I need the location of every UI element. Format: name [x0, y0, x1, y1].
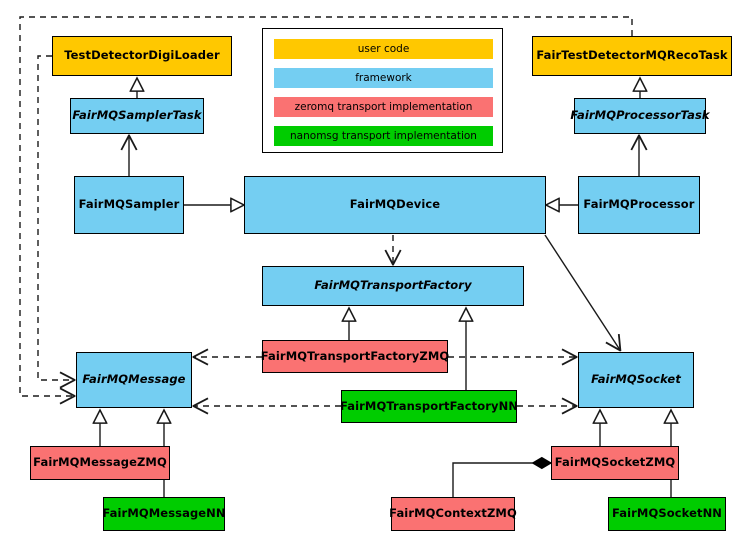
node-label: FairMQTransportFactory	[314, 278, 472, 293]
composition-edges	[452, 463, 551, 497]
edge-digiloader-message	[37, 55, 74, 380]
node-fairmqsocketzmq[interactable]: FairMQSocketZMQ	[551, 446, 679, 480]
node-label: FairMQContextZMQ	[389, 506, 517, 521]
node-fairmqdevice[interactable]: FairMQDevice	[244, 176, 546, 234]
node-label: TestDetectorDigiLoader	[64, 48, 220, 63]
node-fairmqsampler[interactable]: FairMQSampler	[74, 176, 184, 234]
node-label: FairMQSocketZMQ	[554, 455, 676, 470]
legend-item-framework: framework	[274, 68, 493, 88]
node-fairmqtransportfactorynn[interactable]: FairMQTransportFactoryNN	[339, 390, 519, 423]
node-label: FairMQSampler	[78, 197, 180, 212]
color-legend: user code framework zeromq transport imp…	[262, 28, 503, 153]
node-fairmqsamplertask[interactable]: FairMQSamplerTask	[70, 98, 204, 134]
association-edges	[544, 234, 620, 350]
node-label: FairMQDevice	[349, 197, 441, 212]
legend-item-zeromq: zeromq transport implementation	[274, 97, 493, 117]
node-fairmqprocessor[interactable]: FairMQProcessor	[578, 176, 700, 234]
legend-item-nanomsg: nanomsg transport implementation	[274, 126, 493, 146]
legend-label: zeromq transport implementation	[294, 101, 473, 113]
node-label: FairMQTransportFactoryNN	[339, 398, 519, 413]
node-label: FairMQSocketNN	[611, 506, 723, 521]
node-fairmqmessagezmq[interactable]: FairMQMessageZMQ	[30, 446, 170, 480]
edge-device-socket	[544, 234, 620, 350]
node-label: FairMQTransportFactoryZMQ	[260, 348, 450, 363]
legend-label: framework	[355, 72, 412, 84]
node-fairmqprocessortask[interactable]: FairMQProcessorTask	[570, 98, 710, 134]
node-fairmqtransportfactory[interactable]: FairMQTransportFactory	[262, 266, 524, 306]
legend-label: user code	[357, 43, 410, 55]
node-fairmqsocket[interactable]: FairMQSocket	[578, 352, 694, 408]
node-fairmqtransportfactoryzmq[interactable]: FairMQTransportFactoryZMQ	[260, 340, 450, 373]
node-label: FairMQSamplerTask	[72, 108, 202, 123]
node-label: FairMQMessage	[82, 372, 186, 387]
node-fairmqmessagenn[interactable]: FairMQMessageNN	[102, 497, 226, 531]
node-label: FairMQMessageNN	[102, 506, 226, 521]
node-testdetectordigiloader[interactable]: TestDetectorDigiLoader	[52, 36, 232, 76]
node-label: FairMQProcessorTask	[570, 108, 710, 123]
node-label: FairMQProcessor	[583, 197, 695, 212]
node-fairmqmessage[interactable]: FairMQMessage	[76, 352, 192, 408]
node-label: FairTestDetectorMQRecoTask	[536, 48, 728, 63]
node-fairtestdetectormqrecotask[interactable]: FairTestDetectorMQRecoTask	[532, 36, 732, 76]
node-fairmqcontextzmq[interactable]: FairMQContextZMQ	[389, 497, 517, 531]
node-fairmqsocketnn[interactable]: FairMQSocketNN	[608, 497, 726, 531]
legend-label: nanomsg transport implementation	[290, 130, 477, 142]
edge-contextzmq-socketzmq	[452, 463, 551, 497]
node-label: FairMQSocket	[591, 372, 681, 387]
node-label: FairMQMessageZMQ	[33, 455, 167, 470]
legend-item-user-code: user code	[274, 39, 493, 59]
